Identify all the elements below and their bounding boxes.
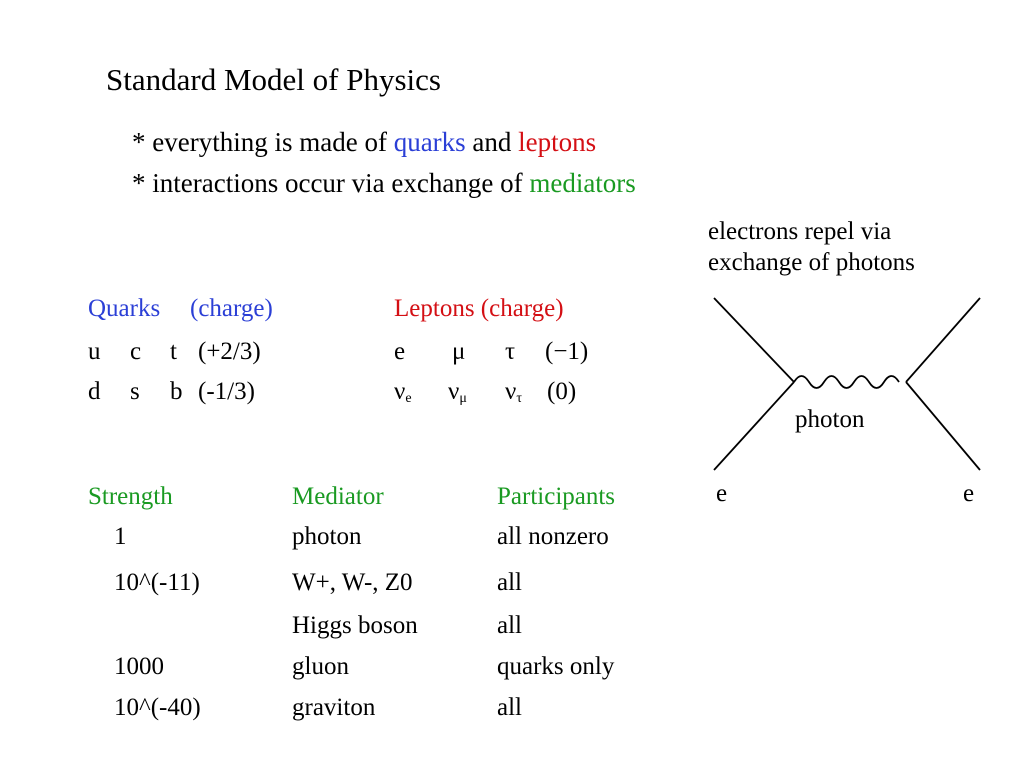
quark-c: c — [130, 338, 142, 365]
photon-label: photon — [795, 406, 865, 433]
quark-up-charge: (+2/3) — [198, 338, 261, 365]
mediators-highlight: mediators — [529, 168, 636, 198]
leptons-highlight: leptons — [518, 127, 597, 157]
outgoing-electron-right — [905, 381, 981, 471]
bullet-1-and: and — [465, 127, 519, 157]
diagram-caption-line-2: exchange of photons — [708, 249, 915, 276]
diagram-caption-line-1: electrons repel via — [708, 218, 892, 245]
lepton-electron: e — [394, 338, 406, 365]
neutrino-tau: ντ — [505, 378, 522, 406]
participants-cell: all — [497, 569, 522, 596]
neutrino-charge: (0) — [547, 378, 577, 405]
quark-s: s — [130, 378, 140, 405]
quarks-highlight: quarks — [393, 127, 466, 157]
quark-d: d — [88, 378, 101, 405]
participants-cell: all — [497, 612, 522, 639]
slide-title: Standard Model of Physics — [106, 62, 441, 97]
strength-cell: 1000 — [114, 653, 164, 680]
feynman-diagram-svg — [713, 297, 981, 471]
photon-propagator — [793, 375, 900, 389]
mediator-cell: W+, W-, Z0 — [292, 569, 413, 596]
neutrino-muon: νμ — [448, 378, 467, 406]
quark-b: b — [170, 378, 183, 405]
bullet-1-prefix: * everything is made of — [132, 127, 394, 157]
bullet-2-prefix: * interactions occur via exchange of — [132, 168, 530, 198]
lepton-muon: μ — [452, 338, 466, 365]
electron-label-right: e — [963, 480, 975, 507]
mediator-header: Mediator — [292, 483, 384, 510]
electron-label-left: e — [716, 480, 728, 507]
charged-lepton-charge: (−1) — [545, 338, 589, 365]
lepton-tau: τ — [505, 338, 516, 365]
quark-t: t — [170, 338, 177, 365]
leptons-header: Leptons (charge) — [394, 295, 564, 322]
strength-cell: 1 — [114, 523, 127, 550]
participants-header: Participants — [497, 483, 616, 510]
neutrino-electron: νe — [394, 378, 412, 406]
strength-cell: 10^(-40) — [114, 694, 201, 721]
incoming-electron-left — [713, 297, 795, 383]
quark-down-charge: (-1/3) — [198, 378, 255, 405]
bullet-interactions: * interactions occur via exchange of med… — [132, 168, 636, 199]
strength-cell: 10^(-11) — [114, 569, 200, 596]
quark-u: u — [88, 338, 101, 365]
participants-cell: quarks only — [497, 653, 615, 680]
mediator-cell: Higgs boson — [292, 612, 418, 639]
strength-header: Strength — [88, 483, 173, 510]
mediator-cell: photon — [292, 523, 362, 550]
quarks-charge-header: (charge) — [190, 295, 273, 322]
bullet-everything-made-of: * everything is made of quarks and lepto… — [132, 127, 596, 158]
incoming-electron-right — [905, 297, 981, 383]
mediator-cell: gluon — [292, 653, 349, 680]
outgoing-electron-left — [713, 381, 795, 471]
participants-cell: all — [497, 694, 522, 721]
mediator-cell: graviton — [292, 694, 376, 721]
quarks-header: Quarks — [88, 295, 161, 322]
participants-cell: all nonzero — [497, 523, 609, 550]
